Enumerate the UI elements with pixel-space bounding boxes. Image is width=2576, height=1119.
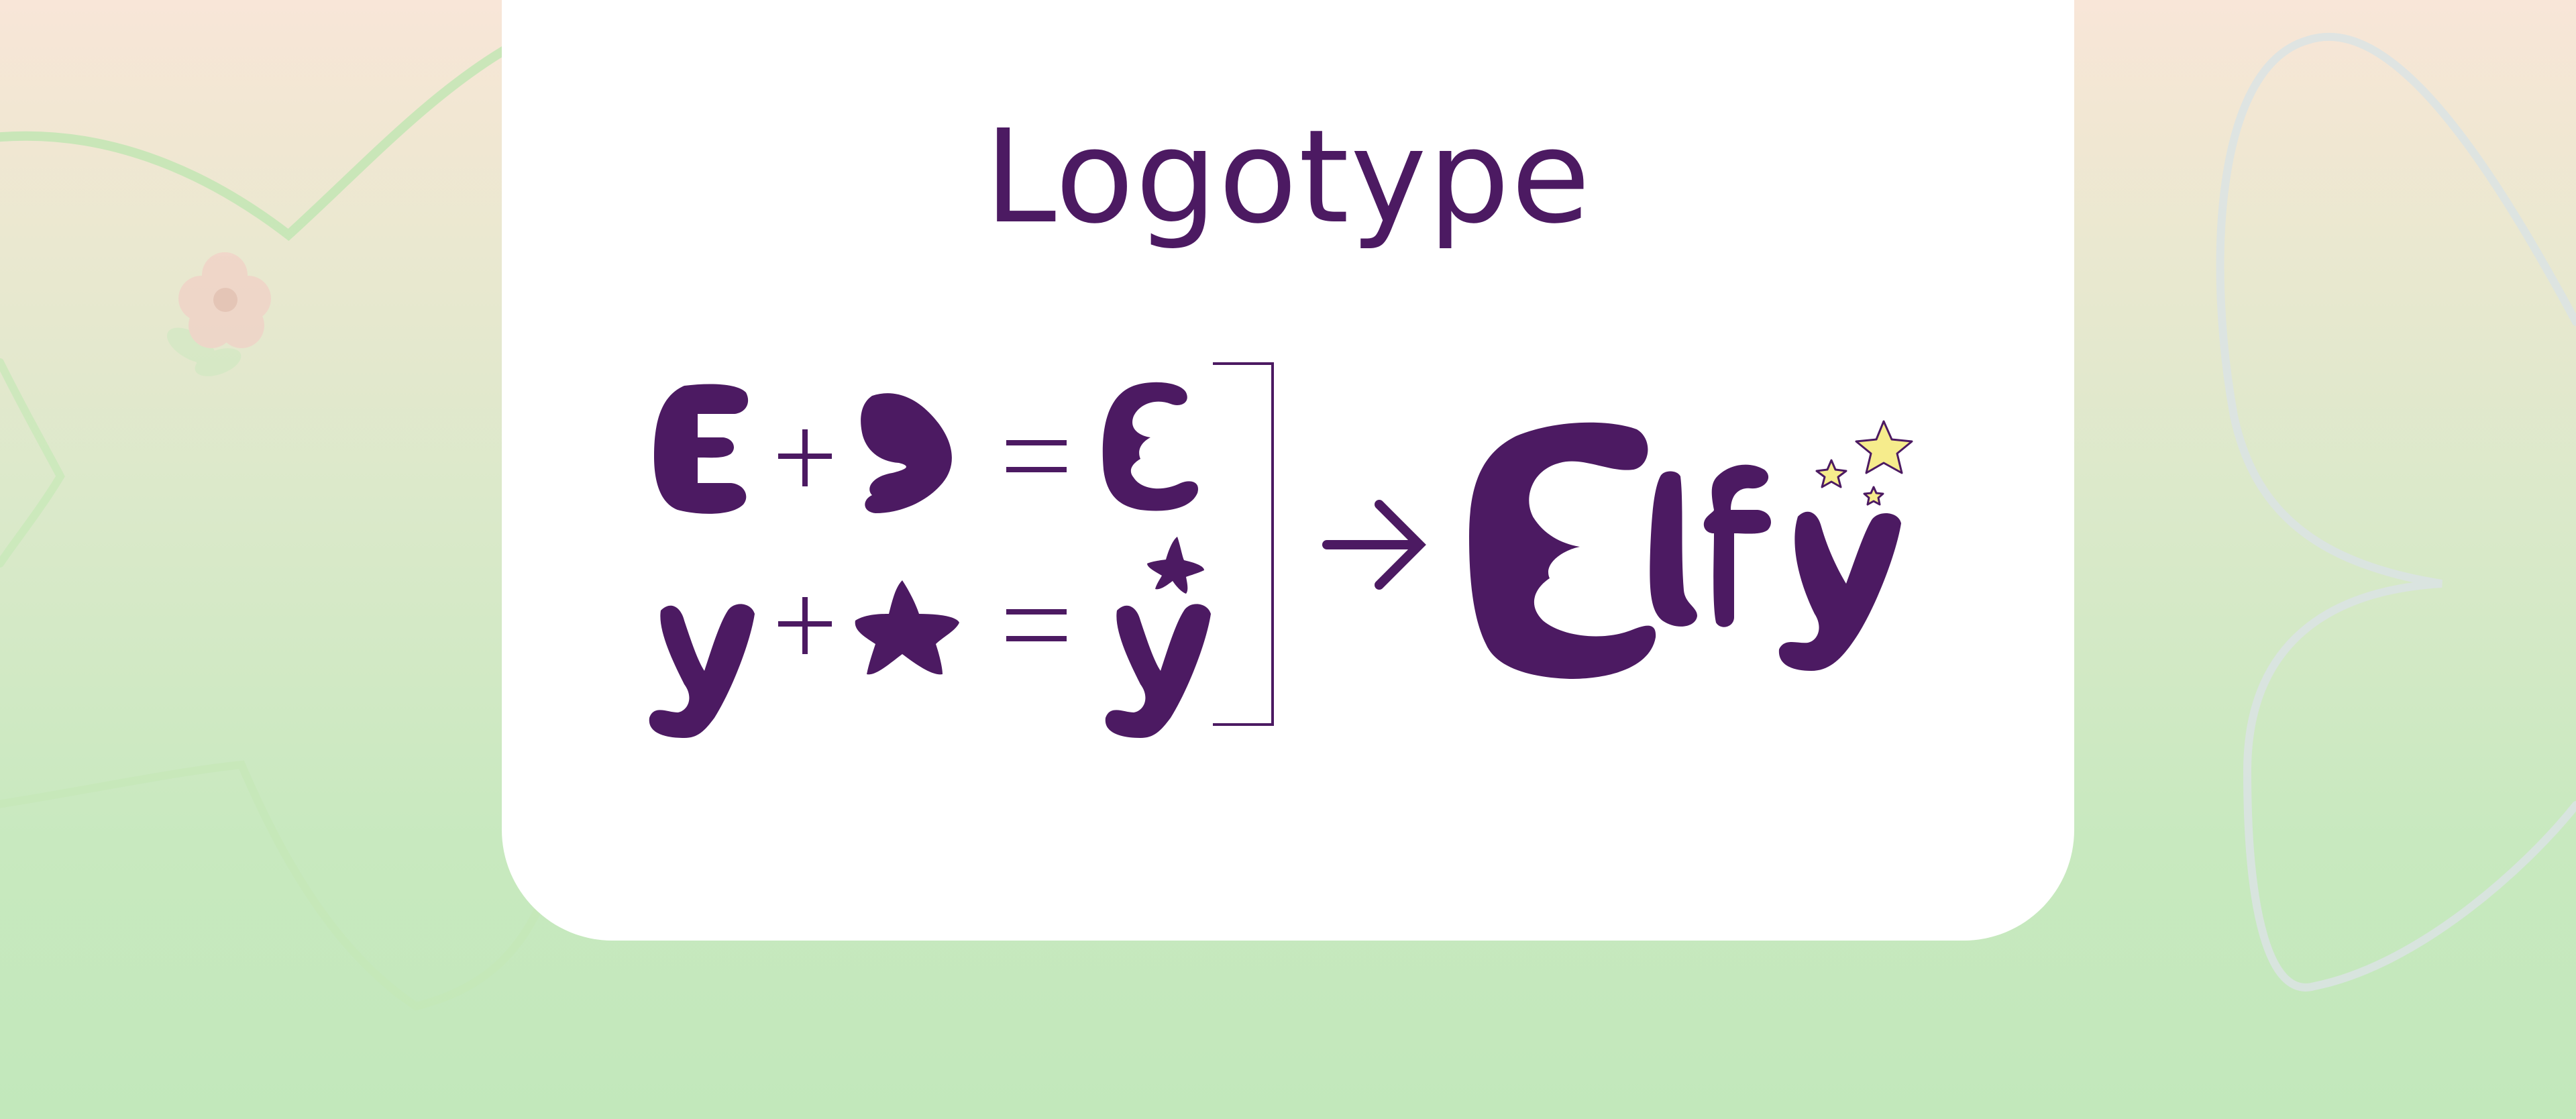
letter-e-glyph [654, 384, 749, 514]
wordmark-letter-f [1703, 464, 1771, 627]
left-scribble-line-2 [0, 358, 65, 568]
logotype-card [502, 0, 2074, 941]
star-icon [855, 580, 959, 675]
right-loop-line [2216, 32, 2576, 992]
plus-operator-1 [778, 429, 832, 486]
left-scribble-line-3 [0, 760, 541, 1011]
arrow-right-icon [1322, 500, 1426, 590]
page-title: Logotype [984, 102, 1592, 252]
wordmark-letter-e [1469, 422, 1656, 679]
wordmark-star-medium-icon [1815, 459, 1847, 488]
small-star-accent-icon [1147, 537, 1204, 594]
letter-y-glyph [649, 604, 755, 738]
wordmark-letter-l [1650, 471, 1697, 627]
left-scribble-line [0, 42, 515, 242]
equals-operator-1 [1006, 440, 1067, 472]
wordmark-letter-y [1778, 511, 1901, 671]
moon-icon [861, 393, 952, 513]
letter-e-moon-glyph [1102, 382, 1198, 511]
grouping-bracket [1213, 362, 1274, 726]
flower-icon [166, 252, 271, 376]
plus-operator-2 [778, 597, 832, 654]
equation-row-e [654, 382, 1198, 514]
wordmark-star-small-icon [1863, 486, 1884, 506]
elfy-wordmark [1469, 420, 1913, 679]
equation-row-y [649, 537, 1211, 738]
equals-operator-2 [1006, 609, 1067, 641]
wordmark-star-large-icon [1855, 420, 1913, 474]
letter-y-star-glyph [1105, 604, 1211, 738]
